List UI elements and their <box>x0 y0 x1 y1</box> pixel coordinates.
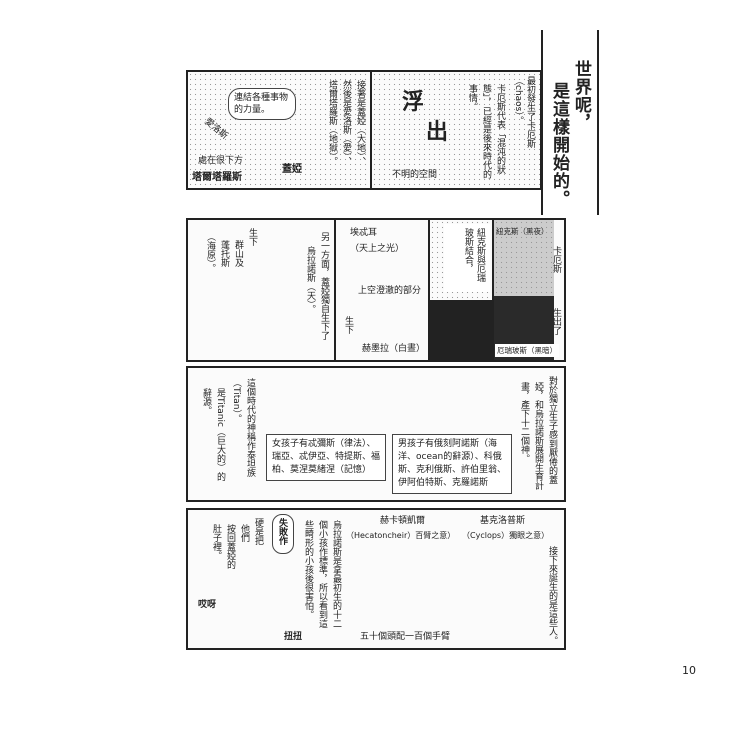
label-hecaton: 赫卡頓凱爾 <box>380 516 426 526</box>
narration-line: 肚子裡。 <box>211 524 221 560</box>
narration-line: 接著是蓋婭（大地）、 <box>355 80 365 166</box>
title-line-1: 世界呢， <box>571 60 591 132</box>
label-upper: 上空澄澈的部分 <box>358 286 422 296</box>
narration-chaos: 最初發生了卡厄斯（chaos）。 <box>513 76 535 148</box>
narration-line: 辭源。 <box>201 388 211 415</box>
oops-text: 失敗作 <box>277 518 287 545</box>
dark-area <box>430 300 492 360</box>
girls-caption: 女孩子有忒彌斯（律法）、瑞亞、忒伊亞、特提斯、福柏、莫涅莫緒涅（記憶） <box>266 434 386 481</box>
label-hecaton-sub: （Hecatoncheir）百臂之意） <box>346 531 456 540</box>
narration-line: 然後是愛洛斯（愛）、 <box>341 80 351 166</box>
label-gaia: 蓋婭 <box>282 164 302 175</box>
narration-box: 紐克斯與厄瑞玻斯結合， <box>444 224 490 292</box>
hecaton-caption: 五十個頭配一百個手臂 <box>360 632 451 642</box>
panel-titans: 對於獨立生子感到厭倦的蓋 婭，和烏拉諾斯展開生育計 畫，產下十二個神。 這個時代… <box>186 366 566 502</box>
boys-caption: 男孩子有俄刻阿諾斯（海洋、ocean的辭源）、科俄斯、克利俄斯、許伯里翁、伊阿伯… <box>392 434 512 494</box>
narration-next: 接下來誕生的是這些人。 <box>547 546 557 645</box>
narration-line: 畫，產下十二個神。 <box>519 382 529 463</box>
narration-line: 婭，和烏拉諾斯展開生育計 <box>533 382 543 490</box>
narration-line: 烏拉諾斯是拿最初生的十二 <box>331 520 341 628</box>
speech-bubble: 連結各種事物的力量。 <box>228 88 296 120</box>
narration-line: 個小孩作標準，所以看到這 <box>317 520 327 628</box>
born-line: 蓬托斯 <box>219 240 229 267</box>
float-2: 出 <box>426 120 449 145</box>
panel-chaos: 最初發生了卡厄斯（chaos）。 卡厄斯代表「混沌的狀 態」，已經是後來時代的 … <box>370 70 542 190</box>
label-eros: 愛洛斯 <box>202 116 230 142</box>
sfx-aiya: 哎呀 <box>198 600 217 610</box>
narration-text: 紐克斯與厄瑞玻斯結合， <box>463 228 485 282</box>
label-born: 生下 <box>343 316 353 334</box>
float-1: 浮 <box>402 90 425 115</box>
title-line-2: 是這樣開始的。 <box>549 82 569 208</box>
sfx-twist: 扭扭 <box>284 632 303 642</box>
narration-line: 些畸形的小孩後很害怕。 <box>303 520 313 619</box>
title-scroll: 世界呢， 是這樣開始的。 <box>541 30 599 215</box>
narration-line: 按回蓋婭的 <box>225 524 235 569</box>
born-line: 群山及 <box>233 240 243 267</box>
narration-line: 對於獨立生子感到厭倦的蓋 <box>547 376 557 484</box>
label-chaos: 卡厄斯 <box>551 246 561 273</box>
narration-line: 事情。 <box>467 84 477 111</box>
label-hemera: 赫墨拉（白晝） <box>362 344 426 354</box>
born-line: （海原）。 <box>205 232 215 273</box>
panel-gaia-eros: 連結各種事物的力量。 愛洛斯 處在很下方 塔爾塔羅斯 蓋婭 接著是蓋婭（大地）、… <box>186 70 372 190</box>
label-aether: 埃忒耳 <box>350 228 378 238</box>
panel-nyx-erebus: 紐克斯與厄瑞玻斯結合， <box>428 218 494 362</box>
label-born-out: 生出了 <box>551 308 561 335</box>
label-nyx: 紐克斯（黑夜） <box>496 227 549 236</box>
narration-line: 烏拉諾斯（天）。 <box>305 246 315 314</box>
narration-line: （Titan）。 <box>231 378 241 423</box>
label-erebus: 厄瑞玻斯（黑暗） <box>495 344 559 357</box>
panel-uranus: 另一方面，蓋婭獨自生下了 烏拉諾斯（天）。 生下 群山及 蓬托斯 （海原）。 <box>186 218 336 362</box>
label-cyclops-sub: （Cyclops）獨眼之意） <box>462 531 550 540</box>
label-below: 處在很下方 <box>198 156 244 166</box>
panel-aether: 埃忒耳 （天上之光） 上空澄澈的部分 生下 赫墨拉（白晝） <box>334 218 430 362</box>
label-aether-sub: （天上之光） <box>350 244 405 254</box>
narration-line: 另一方面，蓋婭獨自生下了 <box>319 232 329 340</box>
label-space: 不明的空間 <box>392 170 438 180</box>
label-cyclops: 基克洛普斯 <box>480 516 526 526</box>
nyx-area <box>494 220 554 296</box>
narration-line: 這個時代的神稱作泰坦族 <box>245 378 255 477</box>
born-line: 生下 <box>247 228 257 246</box>
panel-monsters: 接下來誕生的是這些人。 基克洛普斯 （Cyclops）獨眼之意） 赫卡頓凱爾 （… <box>186 508 566 650</box>
panel-chaos-nyx: 紐克斯（黑夜） 卡厄斯 生出了 厄瑞玻斯（黑暗） <box>492 218 566 362</box>
narration-line: 是Titanic（巨大的）的 <box>215 388 225 481</box>
oops-bubble: 失敗作 <box>272 514 294 554</box>
narration-line: 他們 <box>239 524 249 542</box>
narration-line: 卡厄斯代表「混沌的狀 <box>495 84 505 174</box>
narration-line: 態」，已經是後來時代的 <box>481 84 491 179</box>
page-number: 10 <box>682 664 696 677</box>
narration-line: 硬是把 <box>253 518 263 545</box>
narration-line: 塔爾塔羅斯（地獄）。 <box>327 80 337 166</box>
label-tartarus: 塔爾塔羅斯 <box>192 172 242 183</box>
